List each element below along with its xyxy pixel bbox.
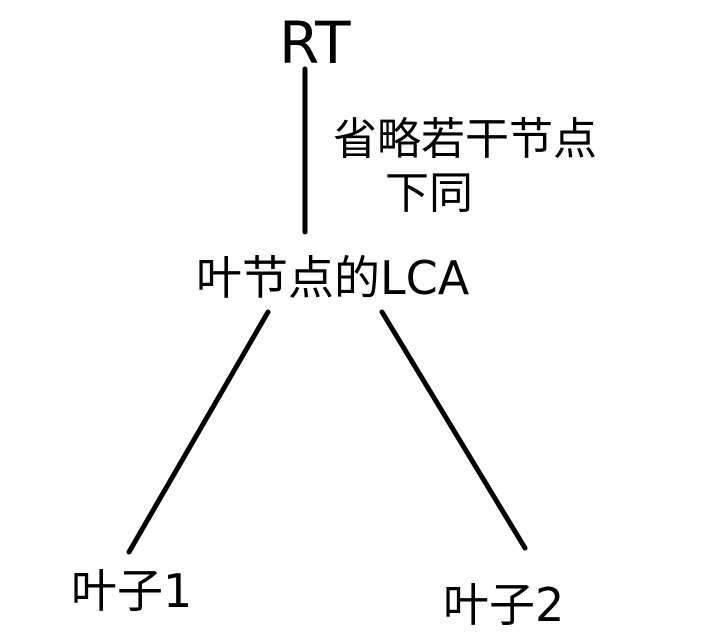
root-node-label: RT — [279, 9, 351, 77]
lca-node-label: 叶节点的LCA — [196, 251, 470, 305]
edge-lca-to-leaf1 — [126, 309, 271, 555]
edge-lca-to-leaf2 — [379, 309, 528, 551]
omitted-nodes-note: 省略若干节点 — [333, 114, 597, 165]
same-below-note: 下同 — [385, 168, 473, 219]
leaf2-node-label: 叶子2 — [443, 578, 565, 632]
leaf1-node-label: 叶子1 — [71, 564, 193, 618]
